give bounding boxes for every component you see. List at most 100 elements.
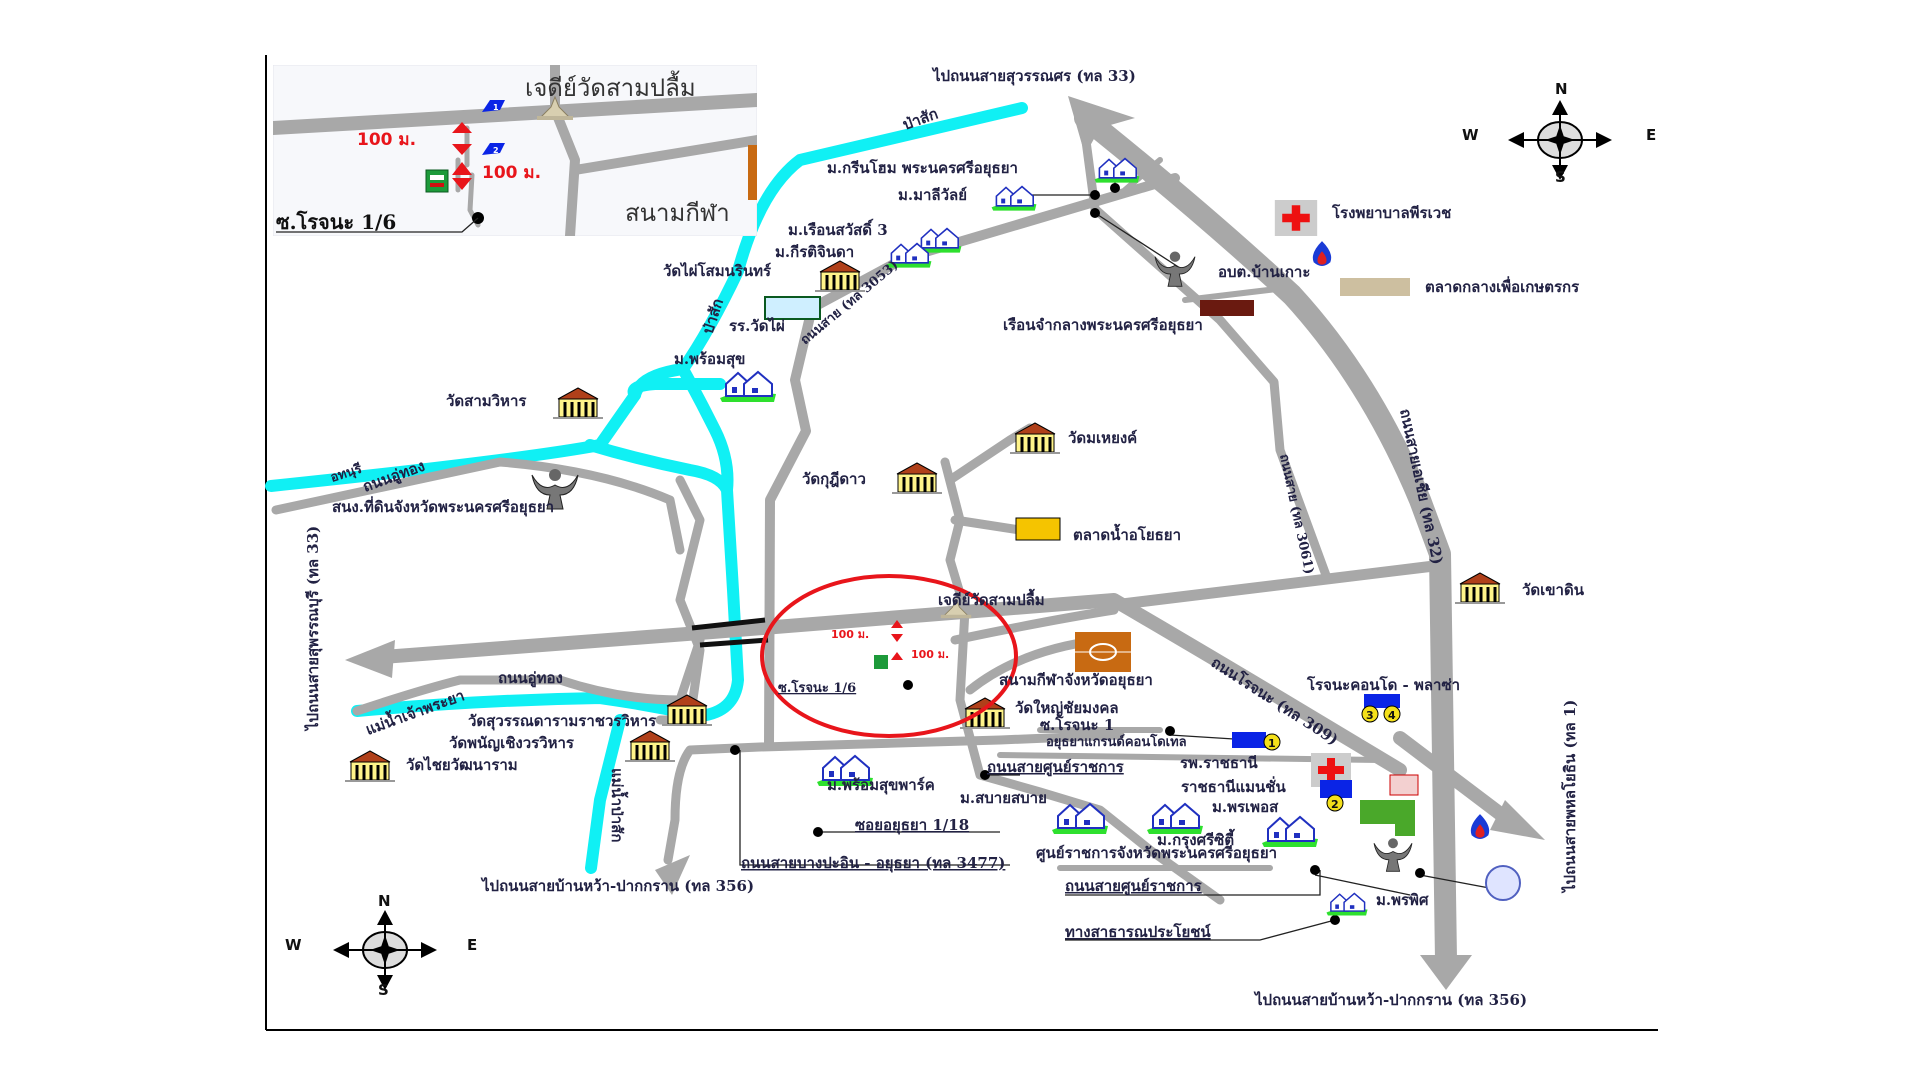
seal-icon bbox=[1485, 865, 1521, 901]
temple-icon bbox=[960, 696, 1010, 729]
bridge-icon bbox=[691, 617, 769, 648]
compass-rose-top: N E S W bbox=[1462, 80, 1656, 186]
label: วัดสุวรรณดารามราชวรวิหาร bbox=[468, 712, 657, 731]
label: ไปถนนสายพหลโยธิน (ทล 1) bbox=[1560, 700, 1579, 894]
label: ม.มาลีวัลย์ bbox=[898, 186, 967, 204]
label: เรือนจำกลางพระนครศรีอยุธยา bbox=[1003, 316, 1203, 335]
label: ไปถนนสายบ้านหว้า-ปากกราน (ทล 356) bbox=[1253, 990, 1527, 1009]
house-icon bbox=[719, 371, 777, 402]
house-icon bbox=[990, 185, 1038, 211]
icons bbox=[345, 157, 1521, 916]
label: ม.พรเพอส bbox=[1212, 798, 1279, 816]
label: ราชธานีแมนชั่น bbox=[1181, 776, 1286, 796]
house-icon bbox=[1146, 803, 1204, 834]
label: สนง.ที่ดินจังหวัดพระนครศรีอยุธยา bbox=[332, 496, 554, 517]
label: อยุธยาแกรนด์คอนโดเทล bbox=[1046, 733, 1187, 750]
label: โรจนะคอนโด - พลาซ่า bbox=[1306, 675, 1460, 694]
temple-icon bbox=[345, 749, 395, 782]
compass-rose-bottom: N E S W bbox=[285, 892, 477, 999]
label: ตลาดกลางเพื่อเกษตรกร bbox=[1425, 276, 1580, 296]
inset-landmark-label: เจดีย์วัดสามปลื้ม bbox=[525, 70, 696, 102]
temple-icon bbox=[1455, 571, 1505, 604]
svg-text:2: 2 bbox=[493, 146, 499, 155]
label: ม.กีรติจินดา bbox=[775, 243, 854, 261]
highway-arrow-south bbox=[1420, 955, 1472, 990]
marker-1-icon bbox=[482, 100, 505, 112]
label: วัดสามวิหาร bbox=[446, 392, 527, 410]
label: ศูนย์ราชการจังหวัดพระนครศรีอยุธยา bbox=[1036, 844, 1277, 863]
label: อบต.บ้านเกาะ bbox=[1218, 263, 1310, 281]
label: ซ.โรจนะ 1/6 bbox=[778, 679, 856, 696]
label: วัดใหญ่ชัยมงคล bbox=[1015, 699, 1119, 717]
label: ซ.โรจนะ 1 bbox=[1040, 715, 1114, 734]
compass-s: S bbox=[378, 981, 389, 999]
government-logo-icon bbox=[1360, 800, 1415, 836]
compass-n: N bbox=[1555, 80, 1568, 98]
marker-2-icon bbox=[482, 143, 505, 155]
label: ถนนสายศูนย์ราชการ bbox=[987, 758, 1125, 777]
condo-marker-icon bbox=[1364, 694, 1400, 708]
label: ถนนอู่ทอง bbox=[498, 669, 563, 688]
shop-icon bbox=[1389, 774, 1419, 796]
label: ม.พร้อมสุข bbox=[674, 350, 745, 369]
marker-number: 1 bbox=[1268, 737, 1276, 750]
condo-icon bbox=[425, 169, 449, 193]
hospital-icon bbox=[1274, 200, 1318, 236]
condo-icon bbox=[874, 655, 888, 669]
distance-arrow-icon bbox=[891, 620, 903, 660]
floating-market-icon bbox=[1015, 517, 1061, 541]
inset-distance-1: 100 ม. bbox=[357, 130, 416, 150]
temple-icon bbox=[553, 386, 603, 419]
label: ไปถนนสายบ้านหว้า-ปากกราน (ทล 356) bbox=[480, 876, 754, 895]
label: ถนนสายบางปะอิน - อยุธยา (ทล 3477) bbox=[741, 854, 1005, 873]
location-highlight-circle bbox=[760, 574, 1018, 738]
compass-e: E bbox=[467, 936, 477, 954]
house-icon bbox=[1261, 816, 1319, 847]
ptt-icon bbox=[1470, 814, 1490, 839]
inset-distance-2: 100 ม. bbox=[482, 163, 541, 183]
label: ไปถนนสายสุพรรณบุรี (ทล 33) bbox=[303, 526, 323, 732]
label: โรงพยาบาลพีรเวช bbox=[1331, 203, 1451, 222]
compass-icon bbox=[332, 909, 438, 991]
label: ม.พรพิศ bbox=[1376, 891, 1429, 909]
label: รร.วัดไผ่ bbox=[729, 316, 785, 335]
arrow-west bbox=[345, 640, 395, 678]
label: ทางสาธารณประโยชน์ bbox=[1065, 922, 1211, 941]
label: สนามกีฬาจังหวัดอยุธยา bbox=[999, 671, 1153, 690]
label: วัดมเหยงค์ bbox=[1068, 429, 1137, 447]
marker-number: 3 bbox=[1366, 709, 1374, 722]
label: ม.กรุงศรีซิตี้ bbox=[1157, 828, 1235, 850]
marker-number: 2 bbox=[1331, 798, 1339, 811]
compass-e: E bbox=[1646, 126, 1656, 144]
label: ถนนอู่ทอง bbox=[360, 457, 427, 497]
condo-marker-icon bbox=[1320, 780, 1352, 798]
distance-arrow-icon bbox=[452, 122, 472, 190]
market-icon bbox=[1340, 278, 1410, 296]
label: ม.กรีนโฮม พระนครศรีอยุธยา bbox=[827, 158, 1018, 178]
label: ไปถนนสายสุวรรณศร (ทล 33) bbox=[931, 66, 1136, 86]
svg-text:1: 1 bbox=[493, 103, 499, 112]
label: 100 ม. bbox=[911, 648, 949, 661]
condo-marker-icon bbox=[1232, 732, 1266, 748]
school-icon bbox=[764, 296, 821, 320]
temple-icon bbox=[1010, 421, 1060, 454]
garuda-emblem-icon bbox=[1154, 250, 1196, 287]
label: ถนนสายศูนย์ราชการ bbox=[1065, 877, 1203, 896]
temple-icon bbox=[625, 729, 675, 762]
ptt-icon bbox=[1312, 241, 1332, 266]
inset-soi-label: ซ.โรจนะ 1/6 bbox=[276, 210, 396, 234]
label: ม.เรือนสวัสดิ์ 3 bbox=[788, 218, 888, 239]
inset-map: 1 2 เจดีย์วัดสามปลื้ม 100 ม. 100 ม. สนาม… bbox=[273, 65, 757, 236]
arrow-east bbox=[1490, 800, 1545, 840]
label: ซอยอยุธยา 1/18 bbox=[855, 816, 969, 835]
temple-icon bbox=[892, 461, 942, 494]
compass-w: W bbox=[1462, 126, 1479, 144]
prison-icon bbox=[1200, 300, 1254, 316]
house-icon bbox=[1325, 892, 1369, 916]
label: วัดพนัญเชิงวรวิหาร bbox=[449, 734, 575, 752]
marker-number: 4 bbox=[1388, 709, 1396, 722]
label: เจดีย์วัดสามปลื้ม bbox=[938, 588, 1045, 609]
label: ป่าสัก bbox=[699, 296, 727, 336]
label: ตลาดน้ำอโยธยา bbox=[1073, 523, 1181, 544]
condo-numbers: 1 2 3 4 bbox=[1263, 705, 1401, 812]
